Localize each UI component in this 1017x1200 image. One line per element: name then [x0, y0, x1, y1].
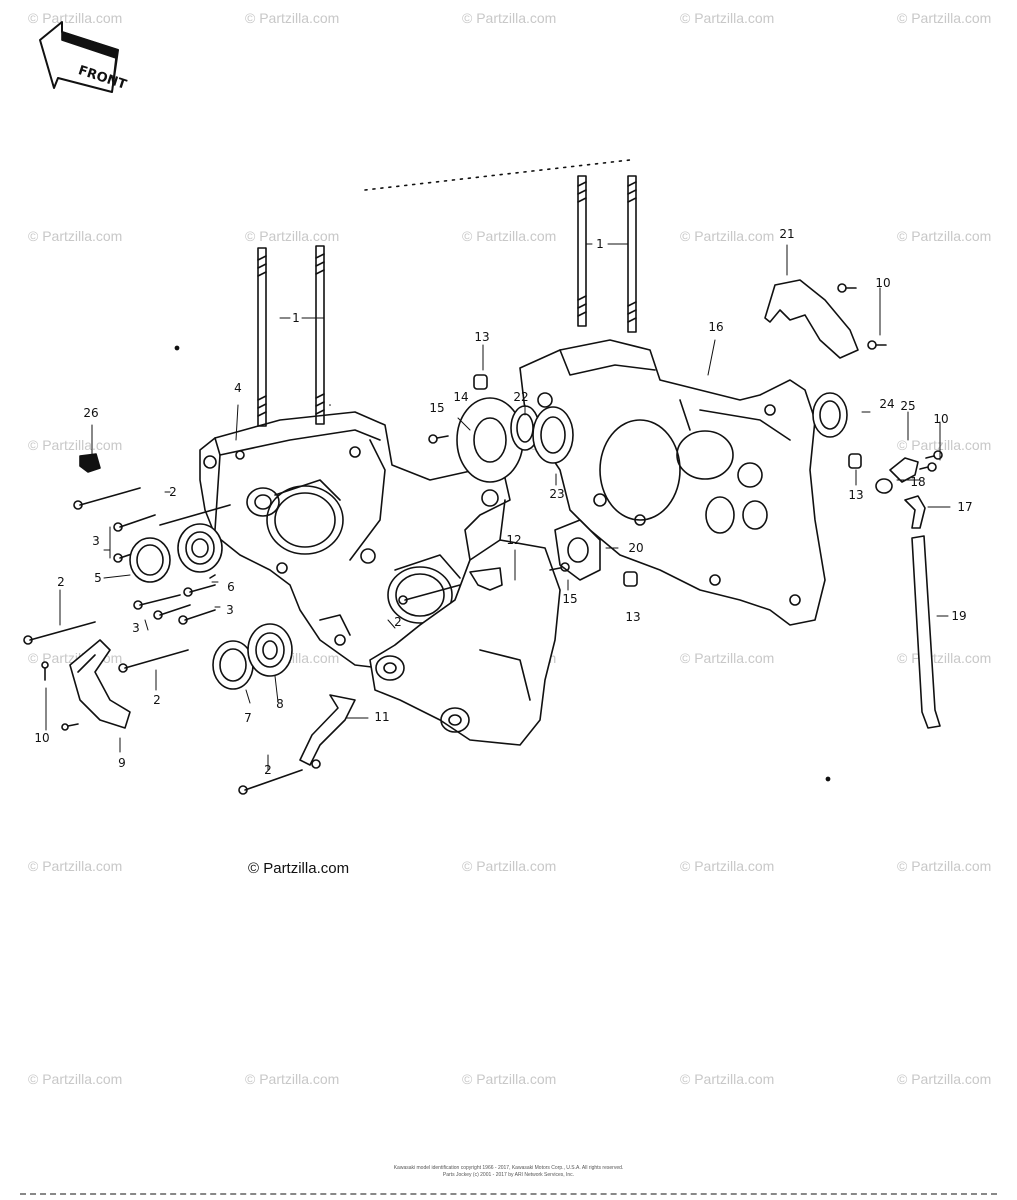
- part-number-callout: 20: [628, 541, 644, 555]
- watermark-text: © Partzilla.com: [680, 650, 775, 666]
- watermark-text: © Partzilla.com: [680, 228, 775, 244]
- part-number-callout: 10: [34, 731, 50, 745]
- part-number-callout: 16: [708, 320, 724, 334]
- watermark-text: © Partzilla.com: [245, 10, 340, 26]
- part-number-callout: 26: [83, 406, 99, 420]
- watermark-text: © Partzilla.com: [897, 10, 992, 26]
- watermark-text: © Partzilla.com: [245, 228, 340, 244]
- crankcase-studs-right: [577, 175, 637, 333]
- part-number-callout: 8: [276, 697, 284, 711]
- part-number-callout: 10: [875, 276, 891, 290]
- leader-lines: [45, 243, 951, 771]
- top-cover: [764, 279, 859, 359]
- part-number-callout: 3: [226, 603, 234, 617]
- small-screws: [428, 434, 570, 572]
- footer-copyright: Kawasaki model identification copyright …: [393, 1165, 624, 1171]
- oil-seal-right: [812, 392, 848, 438]
- watermark-text: © Partzilla.com: [28, 437, 123, 453]
- part-number-callout: 13: [848, 488, 864, 502]
- cover-screws: [41, 283, 943, 731]
- lower-crankcase-section: [369, 499, 561, 746]
- clamp: [469, 567, 503, 591]
- footer-parts-jockey: Parts Jockey (c) 2001 - 2017 by ARI Netw…: [442, 1172, 575, 1178]
- bottom-rule: [20, 1193, 997, 1195]
- part-number-callout: 3: [92, 534, 100, 548]
- part-number-callout: 12: [506, 533, 522, 547]
- bolts: [23, 487, 461, 795]
- part-number-callout: 1: [292, 311, 300, 325]
- watermark-text: © Partzilla.com: [462, 858, 557, 874]
- part-number-callout: 17: [957, 500, 973, 514]
- part-number-callout: 9: [118, 756, 126, 770]
- dowel-pins: [473, 374, 862, 587]
- watermark-text: © Partzilla.com: [680, 858, 775, 874]
- watermark-text: © Partzilla.com: [680, 10, 775, 26]
- grommet: [875, 478, 893, 494]
- left-crankcase-half: [199, 411, 511, 669]
- part-number-callout: 7: [244, 711, 252, 725]
- part-number-callout: 2: [264, 763, 272, 777]
- watermark-text: © Partzilla.com: [28, 10, 123, 26]
- watermark-text: © Partzilla.com: [897, 228, 992, 244]
- watermark-text: © Partzilla.com: [28, 1071, 123, 1087]
- bearings-lower: [212, 623, 293, 690]
- part-number-callout: 6: [227, 580, 235, 594]
- short-bolts: [113, 514, 216, 625]
- part-number-callout: 21: [779, 227, 795, 241]
- crankcase-studs-left: [257, 245, 325, 427]
- watermark-text: © Partzilla.com: [897, 1071, 992, 1087]
- watermark-text: © Partzilla.com: [897, 858, 992, 874]
- part-number-callout: 3: [132, 621, 140, 635]
- watermark-text: © Partzilla.com: [245, 1071, 340, 1087]
- watermark-text: © Partzilla.com: [680, 1071, 775, 1087]
- oil-seals-left: [129, 523, 223, 583]
- part-number-callout: 22: [513, 390, 529, 404]
- watermark-text: © Partzilla.com: [462, 10, 557, 26]
- part-number-callout: 14: [453, 390, 469, 404]
- part-number-callout: 13: [625, 610, 641, 624]
- right-crankcase-half: [519, 339, 826, 626]
- part-number-callout: 4: [234, 381, 242, 395]
- part-number-callout: 2: [394, 615, 402, 629]
- part-number-callout: 23: [549, 487, 565, 501]
- front-arrow-icon: [39, 21, 119, 93]
- part-number-callout: 2: [153, 693, 161, 707]
- watermark-text: © Partzilla.com: [28, 228, 123, 244]
- part-number-callout: 13: [474, 330, 490, 344]
- breather-hose: [911, 535, 941, 729]
- credit-text: © Partzilla.com: [248, 860, 350, 877]
- chain-guide-cover: [69, 639, 131, 729]
- part-number-callout: 18: [910, 475, 926, 489]
- part-number-callout: 15: [562, 592, 578, 606]
- part-number-callout: 2: [57, 575, 65, 589]
- part-number-callout: 19: [951, 609, 967, 623]
- small-gasket: [554, 519, 601, 581]
- bracket: [299, 694, 356, 769]
- part-number-callout: 1: [596, 237, 604, 251]
- cap: [79, 453, 101, 473]
- hose-fitting: [904, 495, 926, 529]
- part-number-callout: 5: [94, 571, 102, 585]
- part-number-callout: 10: [933, 412, 949, 426]
- part-number-callout: 24: [879, 397, 895, 411]
- part-number-callout: 15: [429, 401, 445, 415]
- watermark-text: © Partzilla.com: [462, 1071, 557, 1087]
- watermark-text: © Partzilla.com: [28, 858, 123, 874]
- gasket-and-seals: [456, 397, 574, 483]
- part-number-callout: 25: [900, 399, 916, 413]
- watermark-text: © Partzilla.com: [897, 437, 992, 453]
- part-number-callout: 11: [374, 710, 390, 724]
- watermark-text: © Partzilla.com: [462, 228, 557, 244]
- part-number-callout: 2: [169, 485, 177, 499]
